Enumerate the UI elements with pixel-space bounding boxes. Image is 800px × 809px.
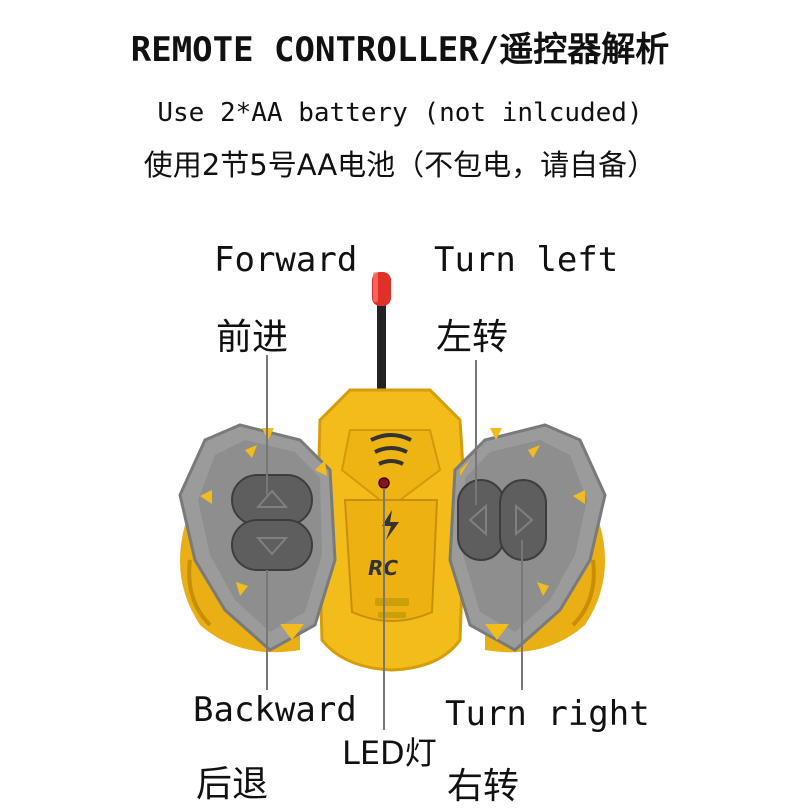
battery-note-cn: 使用2节5号AA电池（不包电，请自备）: [143, 148, 657, 182]
page-title: REMOTE CONTROLLER/遥控器解析: [130, 30, 670, 70]
signal-icon: [370, 433, 412, 466]
backward-label-cn: 后退: [196, 764, 269, 805]
forward-label: Forward: [214, 240, 358, 280]
antenna: [372, 272, 391, 390]
right-arrow-icon: [515, 503, 534, 537]
turn-left-label-cn: 左转: [436, 317, 509, 358]
turn-right-label: Turn right: [445, 694, 650, 734]
turn-left-label: Turn left: [434, 240, 619, 280]
forward-label-cn: 前进: [216, 317, 289, 358]
backward-label: Backward: [193, 690, 357, 730]
backward-button[interactable]: [231, 519, 313, 571]
turn-left-button[interactable]: [457, 479, 505, 561]
up-arrow-icon: [255, 489, 289, 508]
led-indicator: [378, 477, 390, 489]
turn-right-label-cn: 右转: [447, 766, 520, 807]
forward-button[interactable]: [231, 474, 313, 526]
battery-note-en: Use 2*AA battery (not inlcuded): [157, 98, 643, 128]
led-label: LED灯: [342, 734, 437, 772]
left-arrow-icon: [468, 503, 487, 537]
pointer-lines: [266, 355, 523, 730]
down-arrow-icon: [255, 537, 289, 556]
lightning-icon: [382, 510, 399, 540]
